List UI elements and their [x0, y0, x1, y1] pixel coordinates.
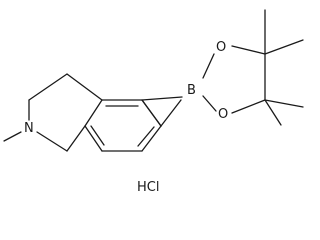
bond-n-methyl [3, 131, 22, 142]
bond-b-o-bottom [202, 95, 217, 112]
bond-n2-c1 [36, 131, 68, 152]
molecule-diagram: N B O O HCl [3, 9, 304, 195]
bond-o-bottom-c [231, 99, 266, 114]
bond-aryl-b [141, 96, 183, 101]
structure-canvas: N B O O HCl [3, 9, 304, 195]
salt-label: HCl [137, 180, 159, 195]
bond-methyl-bottom-2 [264, 99, 282, 126]
bond-c4a-c4 [66, 73, 103, 101]
bond-b-o-top [202, 53, 215, 79]
bond-c8a-c4a [84, 99, 103, 127]
bond-c6-b [160, 99, 182, 127]
bond-methyl-bottom-1 [264, 99, 304, 108]
atom-oxygen-bottom: O [218, 107, 228, 122]
bond-c1-c8a [66, 125, 86, 152]
bond-c8-c8a [84, 125, 103, 152]
atom-oxygen-top: O [216, 40, 226, 55]
atom-boron: B [187, 83, 196, 98]
bond-c6-c7 [141, 125, 162, 152]
double-bond-c6-c7-inner [137, 126, 155, 147]
bonds [3, 9, 304, 152]
bond-c4-c3 [28, 73, 68, 101]
atom-labels: N B O O [24, 40, 228, 136]
bond-o-top-c [231, 45, 266, 55]
bond-b-ring-c5 [141, 99, 162, 127]
atom-nitrogen: N [24, 121, 34, 136]
double-bond-c8-c8a-inner [90, 125, 105, 146]
bond-methyl-top-2 [264, 39, 304, 55]
